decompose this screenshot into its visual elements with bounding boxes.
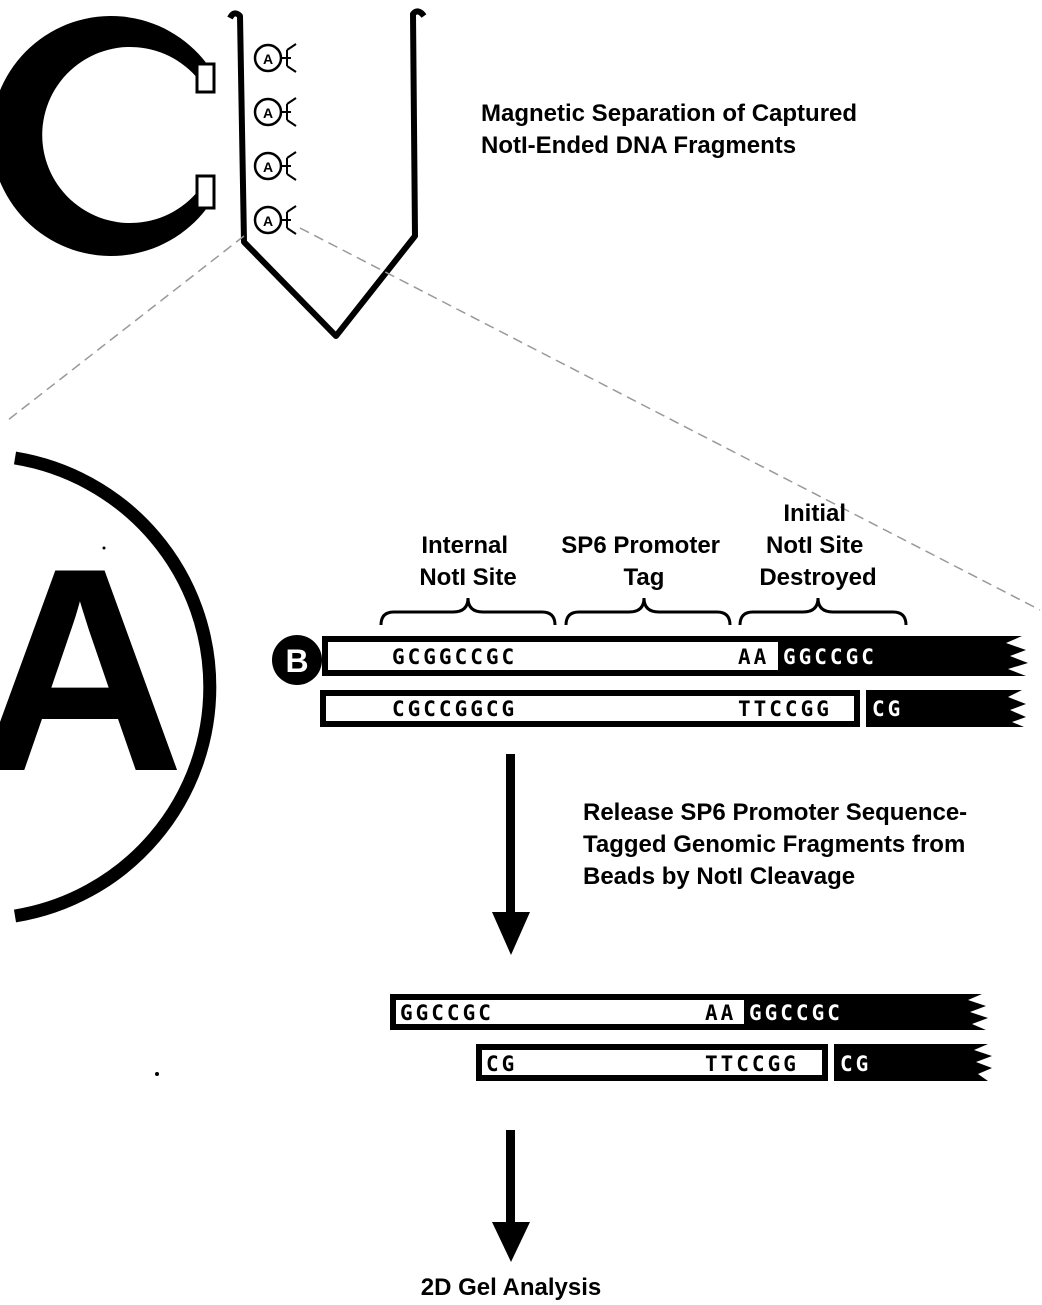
bound-top-mid-seq: AA bbox=[738, 645, 769, 669]
small-bead: A bbox=[253, 43, 297, 73]
small-bead-label: A bbox=[263, 105, 273, 121]
speck bbox=[155, 1072, 159, 1076]
small-bead: A bbox=[253, 151, 297, 181]
released-dna: GGCCGC AA GGCCGC CG TTCCGG CG bbox=[390, 994, 992, 1081]
caption-bottom: 2D Gel Analysis bbox=[421, 1274, 602, 1301]
caption-release: Release SP6 Promoter Sequence- Tagged Ge… bbox=[583, 799, 974, 890]
arrow-release bbox=[492, 754, 530, 955]
sample-tube bbox=[227, 8, 427, 339]
released-bottom-right-seq: CG bbox=[840, 1052, 871, 1076]
bracket-initial-label: Initial NotI Site Destroyed bbox=[759, 500, 876, 591]
released-top-mid-seq: AA bbox=[705, 1001, 736, 1025]
magnet bbox=[0, 16, 216, 256]
bracket-promoter-label: SP6 Promoter Tag bbox=[561, 532, 726, 591]
bracket-internal-label: Internal NotI Site bbox=[419, 532, 516, 591]
bracket-labels: Internal NotI Site SP6 Promoter Tag Init… bbox=[419, 500, 876, 591]
caption-top: Magnetic Separation of Captured NotI-End… bbox=[481, 100, 864, 159]
large-bead: A bbox=[0, 451, 217, 923]
caption-top-line2: NotI-Ended DNA Fragments bbox=[481, 132, 796, 159]
speck bbox=[102, 546, 106, 550]
zoom-guide-lines bbox=[7, 227, 1041, 611]
bound-top-left-seq: GCGGCCGC bbox=[392, 645, 517, 669]
small-bead-label: A bbox=[263, 159, 273, 175]
bound-top-right-seq: GGCCGC bbox=[783, 645, 877, 669]
caption-release-line1: Release SP6 Promoter Sequence- bbox=[583, 799, 967, 826]
small-bead-label: A bbox=[263, 51, 273, 67]
small-bead: A bbox=[253, 97, 297, 127]
released-bottom-mid-seq: TTCCGG bbox=[705, 1052, 799, 1076]
biotin-tag: B bbox=[272, 635, 322, 685]
caption-release-line3: Beads by NotI Cleavage bbox=[583, 863, 855, 890]
caption-release-line2: Tagged Genomic Fragments from bbox=[583, 831, 965, 858]
caption-top-line1: Magnetic Separation of Captured bbox=[481, 100, 857, 127]
released-top-right-seq: GGCCGC bbox=[749, 1001, 843, 1025]
large-bead-label: A bbox=[0, 508, 185, 832]
small-bead: A bbox=[253, 205, 297, 235]
biotin-label: B bbox=[285, 643, 308, 679]
bound-bottom-right-seq: CG bbox=[872, 697, 903, 721]
braces bbox=[379, 597, 908, 626]
released-bottom-left-seq: CG bbox=[486, 1052, 517, 1076]
bound-bottom-mid-seq: TTCCGG bbox=[738, 697, 832, 721]
small-bead-label: A bbox=[263, 213, 273, 229]
arrow-analysis bbox=[492, 1130, 530, 1262]
bound-dna: GCGGCCGC AA GGCCGC CGCCGGCG TTCCGG CG bbox=[320, 636, 1028, 727]
bound-bottom-left-seq: CGCCGGCG bbox=[392, 697, 517, 721]
bead-stack: A A A A bbox=[253, 43, 297, 235]
released-top-left-seq: GGCCGC bbox=[400, 1001, 494, 1025]
